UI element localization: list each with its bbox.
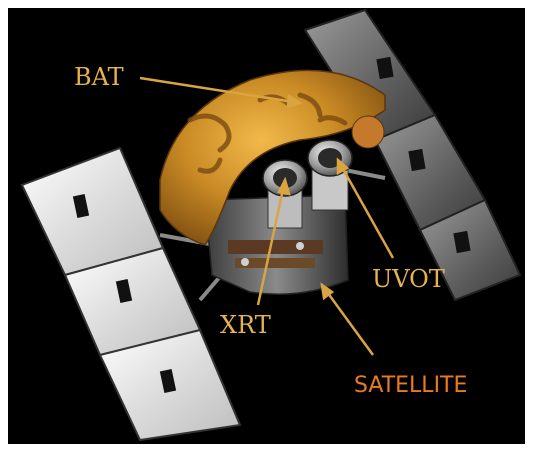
xrt-pointer xyxy=(256,179,287,306)
right-solar-panel xyxy=(303,8,522,302)
xrt-label: XRT xyxy=(220,311,271,339)
satellite-label: SATELLITE xyxy=(354,373,467,398)
pointer-lines xyxy=(139,76,395,356)
uvot-pointer xyxy=(336,159,395,259)
left-solar-panel xyxy=(20,146,242,442)
satellite-body xyxy=(204,194,349,296)
uvot-label: UVOT xyxy=(372,265,445,293)
bat-label: BAT xyxy=(74,63,124,91)
bat-instrument xyxy=(159,69,386,246)
satellite-pointer xyxy=(320,284,375,356)
bat-pointer xyxy=(139,76,301,105)
